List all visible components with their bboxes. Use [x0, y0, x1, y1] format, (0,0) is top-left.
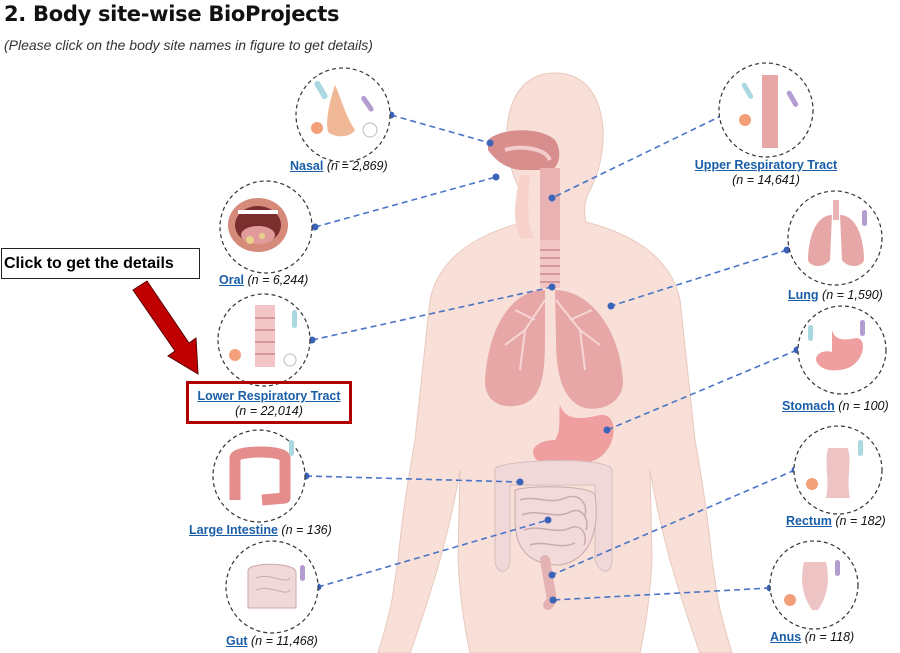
anus-thumbnail: [769, 540, 859, 630]
arrow-down-icon: [132, 280, 199, 375]
site-count-gut: (n = 11,468): [251, 634, 318, 648]
site-anus: Anus (n = 118): [770, 630, 854, 645]
lower-respiratory-thumbnail: [217, 293, 311, 387]
site-count-anus: (n = 118): [804, 630, 855, 644]
lungs: [484, 290, 624, 409]
site-count-rectum: (n = 182): [835, 514, 886, 528]
site-count-stomach: (n = 100): [838, 399, 889, 413]
site-link-rectum[interactable]: Rectum: [786, 514, 832, 528]
nasal-thumbnail: [295, 67, 391, 163]
site-link-gut[interactable]: Gut: [226, 634, 248, 648]
large-intestine-thumbnail: [212, 429, 306, 523]
site-count-lung: (n = 1,590): [822, 288, 883, 302]
upper-respiratory-thumbnail: [718, 62, 814, 158]
site-count-lower-respiratory: (n = 22,014): [235, 404, 303, 418]
site-count-nasal: (n = 2,869): [326, 159, 388, 173]
site-link-stomach[interactable]: Stomach: [782, 399, 835, 413]
site-lower-respiratory: Lower Respiratory Tract (n = 22,014): [191, 389, 347, 419]
site-oral: Oral (n = 6,244): [219, 273, 308, 288]
callout-click-details: Click to get the details: [1, 248, 200, 279]
page-subtitle: (Please click on the body site names in …: [4, 37, 373, 53]
intestines: [494, 460, 613, 610]
site-lung: Lung (n = 1,590): [788, 288, 883, 303]
site-link-lower-respiratory[interactable]: Lower Respiratory Tract: [197, 389, 341, 403]
site-large-intestine: Large Intestine (n = 136): [189, 523, 332, 538]
site-link-lung[interactable]: Lung: [788, 288, 819, 302]
site-link-anus[interactable]: Anus: [770, 630, 802, 644]
lung-thumbnail: [787, 190, 883, 286]
body-silhouette: [377, 72, 733, 653]
site-upper-respiratory: Upper Respiratory Tract (n = 14,641): [688, 158, 844, 188]
site-count-large-intestine: (n = 136): [281, 523, 332, 537]
oral-thumbnail: [219, 180, 313, 274]
highlight-box: [186, 381, 352, 424]
site-count-upper-respiratory: (n = 14,641): [732, 173, 800, 187]
site-link-nasal[interactable]: Nasal: [290, 159, 324, 173]
connector-lines: [305, 114, 798, 601]
rectum-thumbnail: [793, 425, 883, 515]
stomach-thumbnail: [797, 305, 887, 395]
site-stomach: Stomach (n = 100): [782, 399, 889, 414]
site-link-upper-respiratory[interactable]: Upper Respiratory Tract: [694, 158, 838, 172]
gut-thumbnail: [225, 540, 319, 634]
site-count-oral: (n = 6,244): [247, 273, 309, 287]
site-link-oral[interactable]: Oral: [219, 273, 245, 287]
stomach-organ: [532, 405, 614, 468]
site-link-large-intestine[interactable]: Large Intestine: [189, 523, 278, 537]
page-title: 2. Body site-wise BioProjects: [4, 2, 340, 26]
site-nasal: Nasal (n = 2,869): [290, 159, 388, 174]
site-rectum: Rectum (n = 182): [786, 514, 886, 529]
site-gut: Gut (n = 11,468): [226, 634, 318, 649]
airway: [488, 130, 560, 288]
